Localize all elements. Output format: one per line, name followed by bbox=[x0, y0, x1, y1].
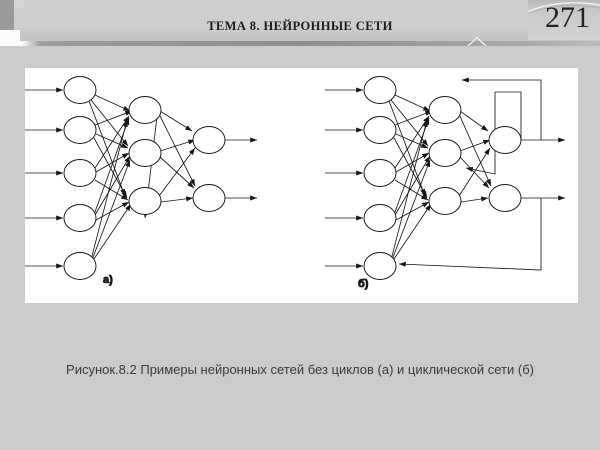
header-divider-spacer bbox=[0, 46, 600, 52]
node-input-4 bbox=[63, 204, 97, 232]
diagram-b-edges-input-hidden bbox=[388, 94, 433, 261]
node-output-2 bbox=[488, 184, 522, 212]
diagram-b: б) bbox=[325, 76, 566, 290]
chevron-up-icon bbox=[467, 37, 487, 47]
figure-caption: Рисунок.8.2 Примеры нейронных сетей без … bbox=[66, 362, 534, 377]
diagram-a-input-arrows bbox=[25, 87, 64, 269]
neural-network-figure: а) bbox=[25, 76, 566, 290]
node-input-2 bbox=[63, 116, 97, 144]
node-hidden-3 bbox=[128, 187, 162, 215]
header-divider-rule bbox=[0, 41, 600, 46]
page-title: ТЕМА 8. НЕЙРОННЫЕ СЕТИ bbox=[207, 19, 393, 33]
page-number: 271 bbox=[545, 1, 590, 34]
diagram-b-neurons bbox=[363, 76, 522, 280]
node-hidden-2 bbox=[128, 139, 162, 167]
node-input-5 bbox=[363, 252, 397, 280]
node-output-2 bbox=[192, 184, 226, 212]
diagram-b-feedback-loop-outer bbox=[461, 77, 542, 140]
diagram-b-output-arrows bbox=[521, 137, 566, 201]
node-output-1 bbox=[192, 126, 226, 154]
node-output-1 bbox=[488, 126, 522, 154]
diagram-a-output-arrows bbox=[225, 137, 258, 201]
figure-panel: а) bbox=[25, 68, 578, 303]
header-fold-notch bbox=[0, 30, 20, 44]
diagram-b-edges-hidden-output bbox=[458, 110, 492, 203]
header-fold-highlight bbox=[14, 0, 24, 8]
node-hidden-2 bbox=[428, 139, 462, 167]
node-input-1 bbox=[63, 76, 97, 104]
diagram-a-neurons bbox=[63, 76, 226, 280]
diagram-a-edges-input-hidden bbox=[88, 94, 133, 261]
node-input-3 bbox=[363, 159, 397, 187]
diagram-a: а) bbox=[25, 76, 258, 286]
node-input-4 bbox=[363, 204, 397, 232]
node-input-2 bbox=[363, 116, 397, 144]
page-header: 271 ТЕМА 8. НЕЙРОННЫЕ СЕТИ bbox=[0, 0, 600, 44]
page-number-plate: 271 bbox=[528, 0, 600, 40]
node-input-3 bbox=[63, 159, 97, 187]
diagram-a-label: а) bbox=[103, 274, 113, 286]
diagram-b-feedback-loop-inner bbox=[465, 91, 522, 175]
node-hidden-3 bbox=[428, 187, 462, 215]
node-hidden-1 bbox=[428, 96, 462, 124]
diagram-b-feedback-loop-bottom bbox=[398, 198, 542, 271]
node-hidden-1 bbox=[128, 96, 162, 124]
node-input-5 bbox=[63, 252, 97, 280]
diagram-b-input-arrows bbox=[325, 87, 364, 269]
node-input-1 bbox=[363, 76, 397, 104]
page-number-arc-decoration bbox=[528, 2, 600, 14]
diagram-b-label: б) bbox=[358, 278, 369, 290]
header-fold-accent bbox=[0, 0, 14, 30]
